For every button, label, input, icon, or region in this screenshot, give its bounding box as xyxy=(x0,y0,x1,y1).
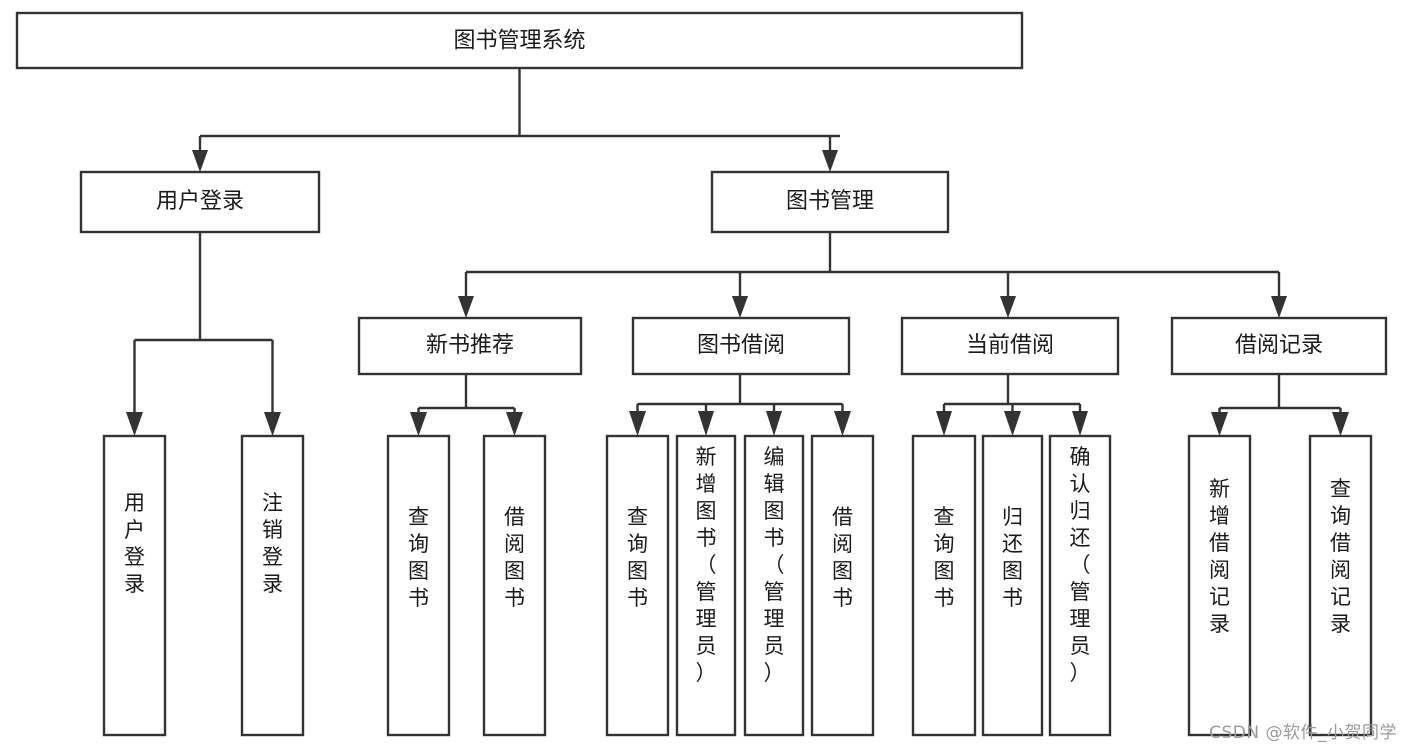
node-leaf-query-record-label: 查询借阅记录 xyxy=(1330,477,1351,636)
node-current-borrow[interactable]: 当前借阅 xyxy=(900,316,1120,376)
arrow-head-leaf-add-record xyxy=(1211,412,1228,436)
node-leaf-add-record[interactable]: 新增借阅记录 xyxy=(1187,434,1252,737)
node-new-book-rec-box[interactable] xyxy=(357,316,583,376)
node-root-box[interactable] xyxy=(15,11,1024,70)
node-new-book-rec-label: 新书推荐 xyxy=(426,333,514,358)
node-leaf-add-book-box[interactable] xyxy=(675,434,737,737)
node-leaf-borrow-book-2[interactable]: 借阅图书 xyxy=(810,434,875,737)
node-leaf-return-book[interactable]: 归还图书 xyxy=(981,434,1044,737)
arrow-head-leaf-return-book xyxy=(1004,411,1021,436)
arrow-head-book-borrow xyxy=(732,296,748,318)
node-leaf-logout[interactable]: 注销登录 xyxy=(240,434,305,737)
node-leaf-query-book-1-label: 查询图书 xyxy=(408,505,429,610)
arrow-head-borrow-record xyxy=(1271,296,1287,318)
node-user-login[interactable]: 用户登录 xyxy=(79,170,321,234)
arrow-head-leaf-borrow-book-2 xyxy=(834,411,851,436)
node-leaf-return-book-box[interactable] xyxy=(981,434,1044,737)
node-leaf-return-book-label: 归还图书 xyxy=(1002,505,1023,610)
node-leaf-query-book-3-box[interactable] xyxy=(911,434,977,737)
node-book-borrow[interactable]: 图书借阅 xyxy=(631,316,851,376)
node-leaf-query-record[interactable]: 查询借阅记录 xyxy=(1308,434,1373,737)
node-leaf-borrow-book-1-label: 借阅图书 xyxy=(504,505,525,610)
node-leaf-query-book-3[interactable]: 查询图书 xyxy=(911,434,977,737)
node-leaf-user-login-box[interactable] xyxy=(102,434,167,737)
arrow-head-new-book-rec xyxy=(458,296,474,318)
connector-layer xyxy=(126,68,1349,436)
arrow-head-leaf-query-book-3 xyxy=(936,411,952,436)
node-leaf-query-book-2[interactable]: 查询图书 xyxy=(605,434,670,737)
node-leaf-edit-book[interactable]: 编辑图书（管理员） xyxy=(743,434,805,737)
node-leaf-query-book-1-box[interactable] xyxy=(386,434,451,737)
node-leaf-query-book-2-box[interactable] xyxy=(605,434,670,737)
arrow-head-leaf-query-record xyxy=(1332,412,1349,436)
node-leaf-logout-label: 注销登录 xyxy=(262,491,283,596)
node-user-login-label: 用户登录 xyxy=(156,189,244,214)
node-root-label: 图书管理系统 xyxy=(453,29,585,54)
node-leaf-confirm-return-label: 确认归还（管理员） xyxy=(1070,445,1091,685)
node-root[interactable]: 图书管理系统 xyxy=(15,11,1024,70)
node-leaf-borrow-book-1[interactable]: 借阅图书 xyxy=(482,434,547,737)
node-leaf-query-book-2-label: 查询图书 xyxy=(627,505,648,610)
arrow-head-leaf-edit-book xyxy=(766,411,782,436)
node-leaf-add-record-box[interactable] xyxy=(1187,434,1252,737)
arrow-head-leaf-add-book xyxy=(698,411,714,436)
node-book-manage-label: 图书管理 xyxy=(786,189,874,214)
arrow-head-leaf-borrow-book-1 xyxy=(506,412,523,436)
node-borrow-record-label: 借阅记录 xyxy=(1235,333,1323,358)
node-leaf-edit-book-label: 编辑图书（管理员） xyxy=(764,445,785,685)
node-leaf-borrow-book-2-label: 借阅图书 xyxy=(832,505,853,610)
node-book-manage[interactable]: 图书管理 xyxy=(710,170,950,234)
node-borrow-record[interactable]: 借阅记录 xyxy=(1170,316,1388,376)
node-leaf-query-record-box[interactable] xyxy=(1308,434,1373,737)
arrow-head-user-login xyxy=(192,150,208,172)
node-leaf-borrow-book-2-box[interactable] xyxy=(810,434,875,737)
node-user-login-box[interactable] xyxy=(79,170,321,234)
node-leaf-user-login[interactable]: 用户登录 xyxy=(102,434,167,737)
arrow-head-leaf-query-book-1 xyxy=(410,412,427,436)
node-book-manage-box[interactable] xyxy=(710,170,950,234)
arrow-head-leaf-confirm-return xyxy=(1072,411,1088,436)
arrow-head-leaf-user-login xyxy=(126,412,143,436)
arrow-head-leaf-logout xyxy=(264,412,281,436)
node-leaf-edit-book-box[interactable] xyxy=(743,434,805,737)
node-book-borrow-label: 图书借阅 xyxy=(697,333,785,358)
node-leaf-user-login-label: 用户登录 xyxy=(124,491,145,596)
node-leaf-add-book[interactable]: 新增图书（管理员） xyxy=(675,434,737,737)
node-leaf-borrow-book-1-box[interactable] xyxy=(482,434,547,737)
node-current-borrow-label: 当前借阅 xyxy=(966,333,1054,358)
node-borrow-record-box[interactable] xyxy=(1170,316,1388,376)
node-current-borrow-box[interactable] xyxy=(900,316,1120,376)
arrow-head-leaf-query-book-2 xyxy=(629,411,646,436)
node-leaf-query-book-1[interactable]: 查询图书 xyxy=(386,434,451,737)
node-leaf-confirm-return-box[interactable] xyxy=(1048,434,1112,737)
node-leaf-add-book-label: 新增图书（管理员） xyxy=(696,445,717,685)
node-book-borrow-box[interactable] xyxy=(631,316,851,376)
node-leaf-add-record-label: 新增借阅记录 xyxy=(1209,477,1230,636)
arrow-head-current-borrow xyxy=(1000,296,1016,318)
node-leaf-logout-box[interactable] xyxy=(240,434,305,737)
arrow-head-book-manage xyxy=(822,150,838,172)
node-leaf-query-book-3-label: 查询图书 xyxy=(934,505,955,610)
node-new-book-rec[interactable]: 新书推荐 xyxy=(357,316,583,376)
node-leaf-confirm-return[interactable]: 确认归还（管理员） xyxy=(1048,434,1112,737)
